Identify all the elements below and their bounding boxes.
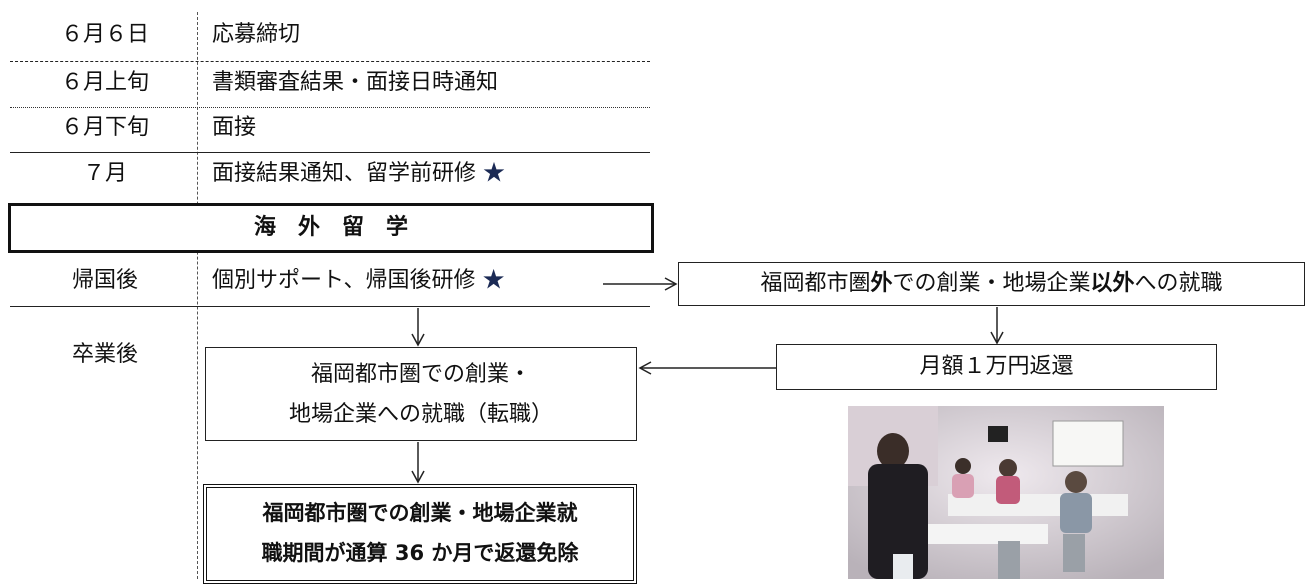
outside-part-2: での創業・地場企業: [892, 271, 1091, 296]
schedule-event-4: 面接結果通知、留学前研修 ★: [212, 159, 505, 189]
after-return-text: 個別サポート、帰国後研修 ★: [212, 266, 505, 296]
outside-bold-1: 外: [870, 271, 893, 296]
after-return-label: 帰国後: [71, 268, 138, 293]
training-photo: [848, 406, 1164, 579]
repayment-text: 月額１万円返還: [919, 354, 1074, 379]
local-employment-line-1: 福岡都市圏での創業・: [310, 362, 531, 387]
overseas-study-label: 海 外 留 学: [253, 215, 408, 240]
schedule-date-3: ６月下旬: [60, 115, 149, 140]
after-return-text-body: 個別サポート、帰国後研修: [212, 268, 476, 293]
arrow-down-1-head: [411, 333, 425, 347]
exemption-line-2: 職期間が通算 36 か月で返還免除: [261, 541, 579, 565]
outside-employment-box: 福岡都市圏外での創業・地場企業以外への就職: [678, 262, 1305, 306]
star-icon: ★: [483, 161, 506, 186]
outside-part-3: への就職: [1134, 271, 1223, 296]
schedule-date-2: ６月上旬: [60, 70, 149, 95]
schedule-event-2: 書類審査結果・面接日時通知: [212, 70, 499, 95]
overseas-study-bar: 海 外 留 学: [8, 203, 654, 253]
star-icon: ★: [482, 268, 505, 293]
arrow-down-3-head: [411, 470, 425, 484]
exemption-line-1: 福岡都市圏での創業・地場企業就: [262, 501, 578, 525]
arrow-right-head: [664, 277, 678, 291]
schedule-event-1: 応募締切: [212, 22, 301, 47]
arrow-left-head: [638, 361, 652, 375]
column-divider: [197, 12, 198, 579]
repayment-exemption-box: 福岡都市圏での創業・地場企業就 職期間が通算 36 か月で返還免除: [203, 484, 637, 584]
row-separator: [10, 306, 650, 307]
outside-employment-text: 福岡都市圏外での創業・地場企業以外への就職: [679, 269, 1304, 299]
local-employment-box: 福岡都市圏での創業・ 地場企業への就職（転職）: [205, 347, 637, 441]
local-employment-line-2: 地場企業への就職（転職）: [288, 402, 553, 427]
schedule-date-1: ６月６日: [60, 22, 149, 47]
schedule-event-4-text: 面接結果通知、留学前研修: [212, 161, 477, 186]
outside-bold-2: 以外: [1090, 271, 1135, 296]
schedule-date-4: ７月: [82, 161, 127, 186]
schedule-event-3: 面接: [212, 115, 257, 140]
row-separator: [10, 152, 650, 153]
after-graduation-label: 卒業後: [71, 342, 138, 367]
row-separator: [10, 107, 650, 108]
arrow-down-2-head: [990, 331, 1004, 345]
outside-part-1: 福岡都市圏: [760, 271, 871, 296]
repayment-box: 月額１万円返還: [776, 344, 1217, 390]
row-separator: [10, 61, 650, 62]
